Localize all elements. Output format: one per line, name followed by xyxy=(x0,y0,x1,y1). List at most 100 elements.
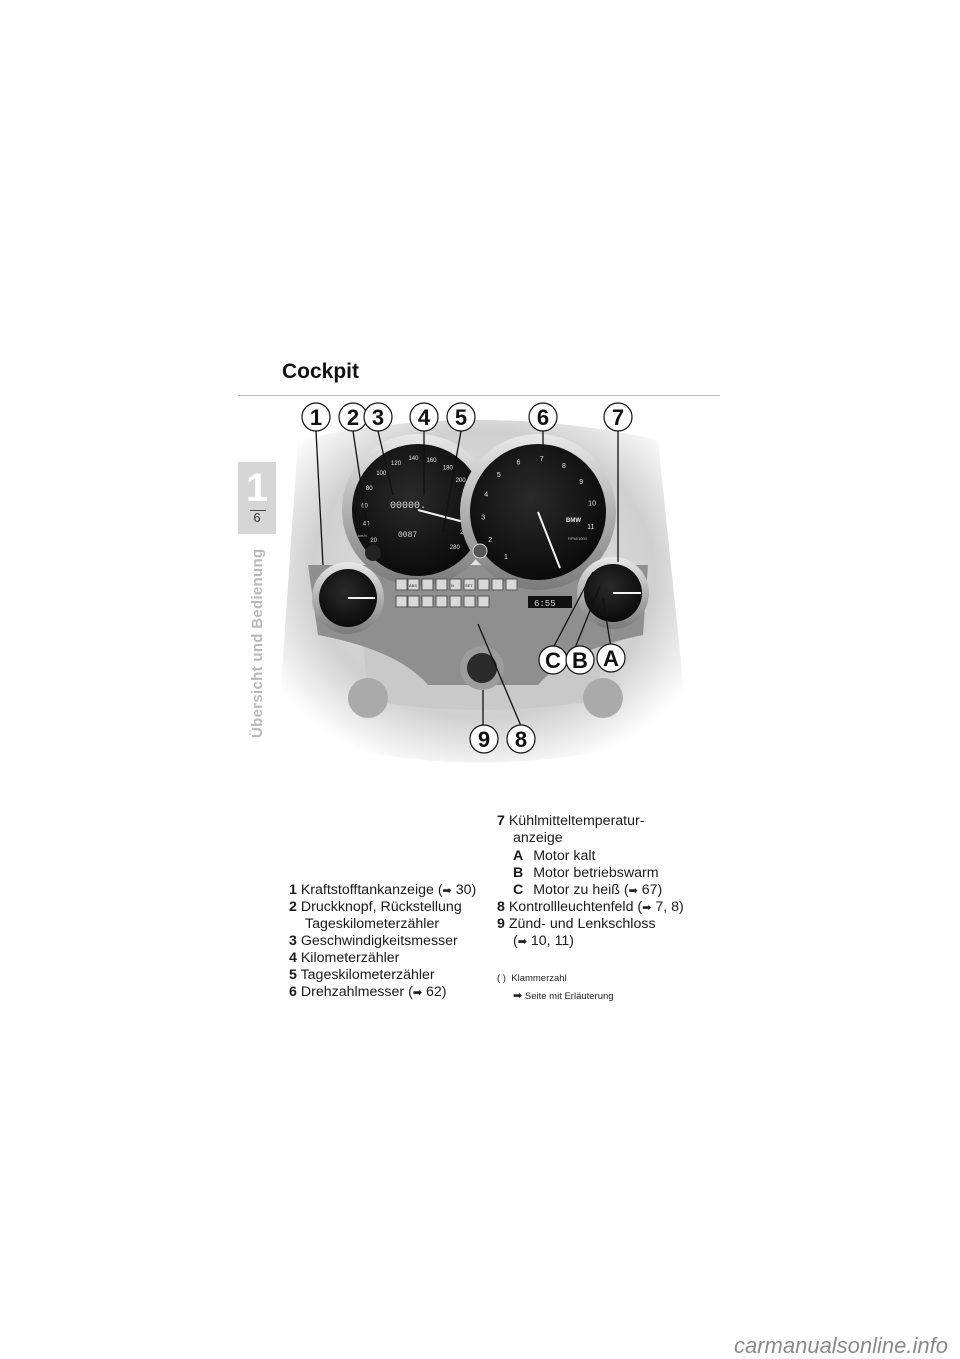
warning-light xyxy=(407,595,420,608)
callout-circle xyxy=(596,643,626,673)
callout-label: A xyxy=(603,646,619,671)
callout-label: 5 xyxy=(455,405,467,430)
callout-circle xyxy=(363,402,393,432)
callout-label: 3 xyxy=(372,405,384,430)
callout-circle xyxy=(565,645,595,675)
callout-label: C xyxy=(545,648,561,673)
page-ref-arrow-icon: ➡ xyxy=(513,990,523,1002)
fuel-gauge xyxy=(312,562,384,634)
rpm-tick-label: 9 xyxy=(579,479,583,486)
callout-label: 1 xyxy=(310,405,322,430)
warning-light xyxy=(435,595,448,608)
page-title: Cockpit xyxy=(282,360,360,383)
callout-circle xyxy=(469,724,499,754)
rpm-tick-label: 2 xyxy=(488,537,492,544)
page-ref-arrow-icon: ➡ xyxy=(642,902,652,914)
svg-text:6:55: 6:55 xyxy=(534,599,556,609)
legend-item-2-cont: Tageskilometerzähler xyxy=(305,916,440,932)
warning-light xyxy=(477,595,490,608)
callout-label: 4 xyxy=(418,405,431,430)
callout-label: 7 xyxy=(612,405,624,430)
warning-light xyxy=(505,578,518,591)
callout-circle xyxy=(301,402,331,432)
callout-label: B xyxy=(572,648,588,673)
rpm-tick-label: 8 xyxy=(562,463,566,470)
legend-item-a: A Motor kalt xyxy=(513,848,596,864)
rpm-tick-label: 10 xyxy=(588,501,596,508)
warning-light xyxy=(463,578,476,591)
callout-label: 8 xyxy=(515,727,527,752)
odometer: 00000. xyxy=(390,501,426,512)
callout-circle xyxy=(409,402,439,432)
legend-item-1: 1 Kraftstofftankanzeige (➡ 30) xyxy=(289,882,477,898)
warning-light xyxy=(449,595,462,608)
title-rule xyxy=(238,395,720,396)
chapter-tab xyxy=(238,462,276,534)
legend-item-8: 8 Kontrollleuchtenfeld (➡ 7, 8) xyxy=(497,899,684,915)
rpm-unit: RPM/1000 xyxy=(568,536,588,541)
warning-light xyxy=(395,578,408,591)
rpm-tick-label: 3 xyxy=(481,515,485,522)
warning-light xyxy=(407,578,420,591)
speedo-tick-label: 80 xyxy=(366,486,373,492)
warning-light-label: N xyxy=(451,583,454,588)
page-ref-arrow-icon: ➡ xyxy=(412,987,423,999)
legend-item-4: 4 Kilometerzähler xyxy=(289,950,400,966)
callout-circle xyxy=(528,402,558,432)
legend-item-c: C Motor zu heiß (➡ 67) xyxy=(513,882,663,898)
callout-circle xyxy=(446,402,476,432)
temperature-gauge xyxy=(577,557,649,629)
legend-item-9-cont: (➡ 10, 11) xyxy=(513,933,575,949)
note-bracket: ( ) Klammerzahl xyxy=(497,973,567,984)
page-number: 6 xyxy=(253,510,261,525)
callout-label: 9 xyxy=(478,727,490,752)
warning-light xyxy=(491,578,504,591)
warning-light xyxy=(463,595,476,608)
warning-light xyxy=(435,578,448,591)
legend-item-b: B Motor betriebswarm xyxy=(513,865,659,881)
warning-light xyxy=(421,578,434,591)
warning-light-label: ABS xyxy=(409,583,417,588)
bmw-badge xyxy=(472,543,488,559)
warning-light xyxy=(395,595,408,608)
page-ref-arrow-icon: ➡ xyxy=(517,936,527,948)
rpm-tick-label: 11 xyxy=(587,524,594,531)
callout-label: 6 xyxy=(537,405,549,430)
clock-display: 6:55 xyxy=(528,596,572,609)
rpm-brand: BMW xyxy=(566,518,581,524)
cockpit-illustration: 20406080100120140160180200220240260280 0… xyxy=(278,402,688,763)
trip-meter: 0087 xyxy=(398,531,417,540)
watermark: carmanualsonline.info xyxy=(733,1333,948,1358)
page-ref-arrow-icon: ➡ xyxy=(628,885,638,897)
legend-item-9: 9 Zünd- und Lenkschloss xyxy=(497,916,656,932)
speedo-tick-label: 160 xyxy=(426,458,437,464)
legend-item-6: 6 Drehzahlmesser (➡ 62) xyxy=(289,984,447,1000)
ignition-lock xyxy=(460,646,504,690)
callout-circle xyxy=(506,724,536,754)
page-ref-arrow-icon: ➡ xyxy=(442,885,452,897)
speedo-tick-label: 200 xyxy=(456,478,467,484)
legend-item-2: 2 Druckknopf, Rückstellung xyxy=(289,899,462,915)
rpm-tick-label: 4 xyxy=(484,492,488,499)
speedo-tick-label: 100 xyxy=(376,471,387,477)
speedo-tick-label: 20 xyxy=(370,538,377,544)
callout-label: 2 xyxy=(347,405,359,430)
legend-item-5: 5 Tageskilometerzähler xyxy=(289,967,435,983)
note-page-ref: ➡ Seite mit Erläuterung xyxy=(513,990,614,1002)
legend-item-3: 3 Geschwindigkeitsmesser xyxy=(289,933,458,949)
warning-light xyxy=(477,578,490,591)
warning-light-label: SET xyxy=(465,583,473,588)
warning-light xyxy=(449,578,462,591)
rpm-tick-label: 6 xyxy=(517,459,521,466)
rpm-tick-label: 7 xyxy=(540,456,544,463)
legend-item-7-cont: anzeige xyxy=(513,830,563,846)
rpm-tick-label: 5 xyxy=(497,472,501,479)
warning-light xyxy=(421,595,434,608)
speedo-tick-label: 120 xyxy=(391,461,402,467)
speedo-unit: km/h xyxy=(358,533,367,538)
speedo-tick-label: 280 xyxy=(450,545,461,551)
chapter-divider xyxy=(250,510,266,511)
chapter-number: 1 xyxy=(245,466,269,510)
speedo-tick-label: 140 xyxy=(408,456,419,462)
legend-item-7: 7 Kühlmitteltemperatur- xyxy=(497,813,645,829)
